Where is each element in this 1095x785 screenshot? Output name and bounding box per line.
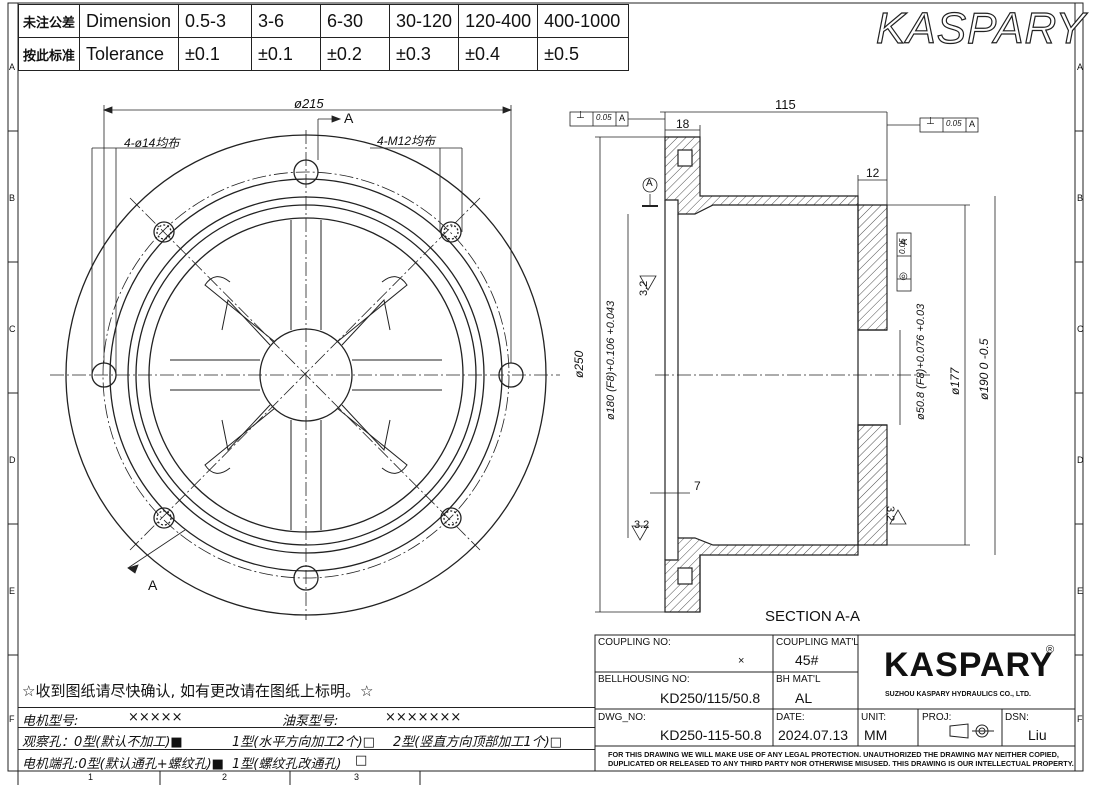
proj-label: PROJ: [922, 712, 952, 723]
registered-mark-icon: ® [1046, 644, 1055, 656]
unit-value: MM [864, 727, 888, 743]
notes-divider [18, 727, 595, 728]
range-cell: 3-6 [251, 4, 322, 38]
zone-d-left: D [9, 455, 16, 465]
kaspary-logo-top: KASPARY [875, 3, 1086, 53]
unit-label: UNIT: [861, 712, 886, 723]
zone-c-left: C [9, 324, 16, 334]
dim-7: 7 [694, 479, 701, 493]
notes-divider [18, 707, 595, 708]
motor-hole-option-1[interactable]: 1型(螺纹孔改通孔) [232, 757, 342, 772]
window-option-1[interactable]: 1型(水平方向加工2个)□ [232, 735, 375, 750]
roughness-bottom: 3.2 [634, 519, 650, 531]
dim-threads-label: 4-M12均布 [377, 134, 436, 148]
notes-divider [18, 749, 595, 750]
tolerance-cell: ±0.5 [537, 37, 630, 71]
disclaimer-line-1: FOR THIS DRAWING WE WILL MAKE USE OF ANY… [608, 750, 1059, 759]
motor-model-label: 电机型号: [22, 714, 79, 729]
confirm-note: ☆收到图纸请尽快确认, 如有更改请在图纸上标明。☆ [22, 682, 374, 700]
perp-tol-left: 0.05 [596, 113, 612, 122]
section-mark-bottom: A [148, 577, 158, 593]
motor-hole-checkbox[interactable]: □ [355, 753, 368, 768]
concentricity-icon: ◎ [899, 271, 908, 282]
tolerance-cell: ±0.2 [320, 37, 391, 71]
zone-f-right: F [1077, 714, 1083, 724]
date-label: DATE: [776, 712, 805, 723]
coupling-no-value: × [738, 655, 745, 667]
bh-mat-value: AL [795, 690, 813, 706]
tolerance-row2-label: 按此标准 [17, 37, 81, 71]
range-cell: 400-1000 [537, 4, 630, 38]
datum-a-label: A [646, 178, 653, 189]
perpendicularity-icon: ⊥ [926, 116, 935, 127]
dwg-no-label: DWG_NO: [598, 712, 646, 723]
zone-e-left: E [9, 586, 16, 596]
range-cell: 30-120 [389, 4, 460, 38]
zone-f-left: F [9, 714, 15, 724]
dsn-value: Liu [1028, 727, 1047, 743]
perp-tol-right: 0.05 [946, 119, 962, 128]
tolerance-row1-label: 未注公差 [17, 4, 81, 38]
dsn-label: DSN: [1005, 712, 1029, 723]
dim-holes-label: 4-ø14均布 [124, 136, 180, 150]
zone-col-2: 2 [222, 772, 228, 782]
coupling-no-label: COUPLING NO: [598, 637, 671, 648]
window-type-label: 观察孔：0型(默认不加工)■ [22, 735, 183, 750]
zone-b-right: B [1077, 193, 1084, 203]
zone-c-right: C [1077, 324, 1084, 334]
window-option-2[interactable]: 2型(竖直方向顶部加工1个)□ [393, 735, 562, 750]
motor-hole-label: 电机端孔:0型(默认通孔+螺纹孔)■ [22, 757, 224, 772]
bellhousing-no-value: KD250/115/50.8 [660, 690, 761, 706]
tolerance-cell: ±0.1 [178, 37, 253, 71]
section-mark-top: A [344, 110, 354, 126]
dim-18: 18 [676, 117, 690, 131]
dwg-no-value: KD250-115-50.8 [660, 727, 762, 743]
coupling-mat-label: COUPLING MAT'L [776, 637, 859, 648]
tolerance-cell: ±0.3 [389, 37, 460, 71]
tolerance-table: 未注公差 Dimension 0.5-3 3-6 6-30 30-120 120… [17, 4, 630, 71]
tolerance-cell: ±0.4 [458, 37, 539, 71]
zone-a-right: A [1077, 62, 1084, 72]
range-cell: 6-30 [320, 4, 391, 38]
company-name: SUZHOU KASPARY HYDRAULICS CO., LTD. [885, 691, 1031, 698]
zone-e-right: E [1077, 586, 1084, 596]
perp-datum-right: A [969, 119, 976, 129]
bellhousing-no-label: BELLHOUSING NO: [598, 674, 690, 685]
disclaimer-line-2: DUPLICATED OR RELEASED TO ANY THIRD PART… [608, 759, 1074, 768]
tolerance-row-values: 按此标准 Tolerance ±0.1 ±0.1 ±0.2 ±0.3 ±0.4 … [17, 37, 630, 71]
tolerance-header: Tolerance [79, 37, 180, 71]
pump-model-label: 油泵型号: [282, 714, 339, 729]
perpendicularity-icon: ⊥ [576, 110, 585, 121]
bh-mat-label: BH MAT'L [776, 674, 821, 685]
projection-symbol-icon [949, 723, 994, 739]
tolerance-cell: ±0.1 [251, 37, 322, 71]
company-logo: KASPARY [884, 646, 1054, 684]
section-title: SECTION A-A [765, 608, 861, 625]
date-value: 2024.07.13 [778, 727, 849, 743]
coupling-mat-value: 45# [795, 652, 819, 668]
zone-b-left: B [9, 193, 16, 203]
range-cell: 0.5-3 [178, 4, 253, 38]
dim-12: 12 [866, 166, 880, 180]
motor-model-value: ××××× [128, 710, 183, 725]
zone-a-left: A [9, 62, 16, 72]
flange-section-top [664, 136, 859, 215]
pump-model-value: ××××××× [385, 710, 462, 725]
zone-col-3: 3 [354, 772, 360, 782]
dim-pcd-215: ø215 [294, 96, 324, 111]
zone-d-right: D [1077, 455, 1084, 465]
zone-col-1: 1 [88, 772, 94, 782]
perp-datum-left: A [619, 113, 626, 123]
dim-115: 115 [775, 97, 796, 112]
